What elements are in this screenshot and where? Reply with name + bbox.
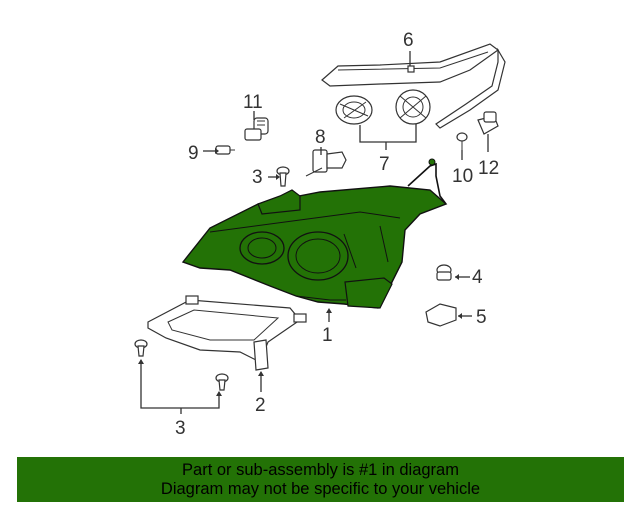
arrow-5 [458, 313, 462, 319]
callout-12[interactable]: 12 [478, 158, 499, 179]
callout-3-upper[interactable]: 3 [252, 167, 263, 188]
leader-7 [359, 124, 417, 150]
banner-line-2: Diagram may not be specific to your vehi… [160, 479, 481, 498]
bulb-cover-right-part-7[interactable] [395, 89, 431, 125]
screw-part-3-upper[interactable] [276, 166, 290, 187]
arrow-4 [455, 274, 459, 280]
callout-6[interactable]: 6 [403, 30, 414, 51]
gasket-part-5[interactable] [425, 303, 457, 327]
callout-1[interactable]: 1 [322, 325, 333, 346]
arrow-3-lower-right [216, 391, 222, 396]
parts-diagram: 6 7 11 9 8 3 [134, 30, 506, 439]
arrow-9 [215, 148, 219, 154]
side-bulb-part-12[interactable] [477, 111, 499, 135]
small-bulb-part-9[interactable] [215, 145, 235, 155]
banner-line-1: Part or sub-assembly is #1 in diagram [182, 460, 459, 479]
bulb-cover-left-part-7[interactable] [335, 95, 373, 125]
callout-2[interactable]: 2 [255, 395, 266, 416]
arrow-3-lower-left [138, 359, 144, 364]
hid-bulb-part-8[interactable] [305, 149, 347, 177]
screw-part-3-lower-right[interactable] [215, 373, 229, 391]
arrow-3-upper [276, 174, 280, 180]
callout-5[interactable]: 5 [476, 307, 487, 328]
callout-11[interactable]: 11 [243, 92, 263, 113]
leader-3-lower [140, 360, 220, 414]
mounting-bracket-part-2[interactable] [147, 295, 307, 371]
callout-4[interactable]: 4 [472, 267, 483, 288]
bolt-part-4[interactable] [436, 264, 452, 281]
headlamp-assembly-part-1[interactable] [181, 158, 448, 309]
callout-10[interactable]: 10 [452, 166, 473, 187]
callout-9[interactable]: 9 [188, 143, 199, 164]
info-banner: Part or sub-assembly is #1 in diagram Di… [17, 457, 624, 502]
arrow-1 [326, 308, 332, 313]
callout-7[interactable]: 7 [379, 154, 390, 175]
callout-3-lower[interactable]: 3 [175, 418, 186, 439]
callout-8[interactable]: 8 [315, 127, 326, 148]
bulb-part-11[interactable] [244, 117, 269, 141]
screw-part-10[interactable] [456, 132, 468, 150]
screw-part-3-lower-left[interactable] [134, 339, 148, 357]
arrow-2 [258, 371, 264, 376]
